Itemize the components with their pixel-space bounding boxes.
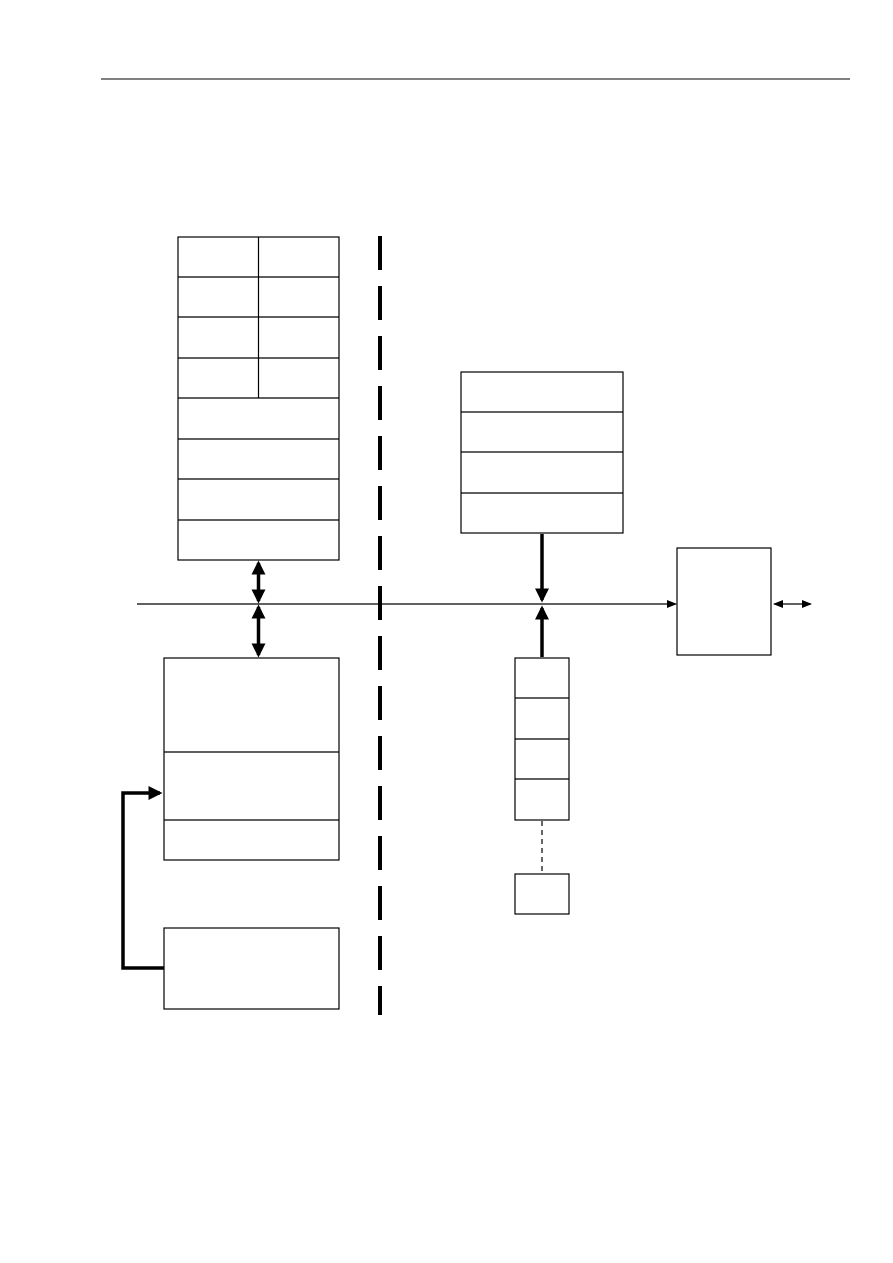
connector-feedback-loop xyxy=(121,786,164,970)
detached-small-box xyxy=(514,873,570,915)
left-bottom-stack xyxy=(163,657,340,861)
right-small-stack xyxy=(514,657,570,821)
left-lower-block xyxy=(163,927,340,1010)
right-top-stack xyxy=(460,371,624,534)
right-side-box xyxy=(676,547,772,656)
left-top-stack xyxy=(177,236,340,561)
left-bottom-stack-frame xyxy=(163,657,340,861)
